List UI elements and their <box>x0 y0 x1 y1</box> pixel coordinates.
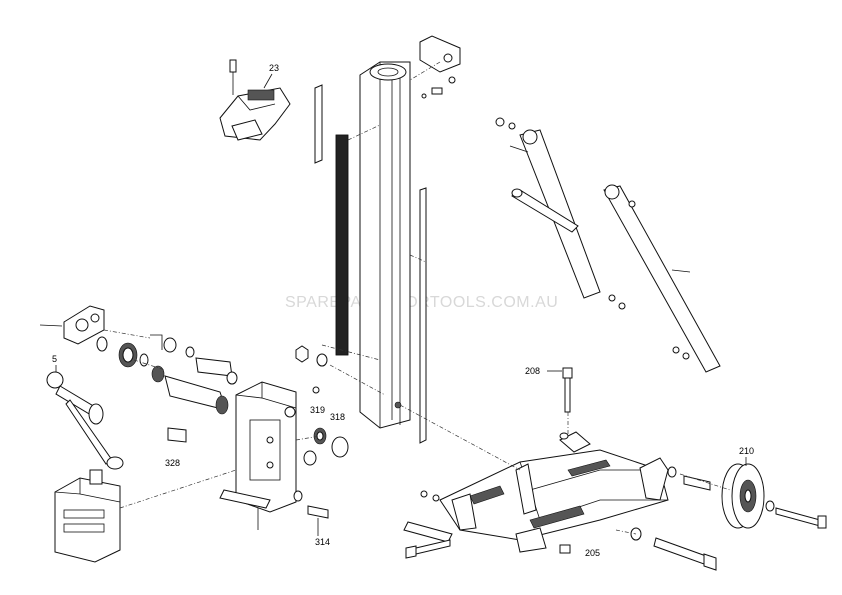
callout-314: 314 <box>315 537 330 547</box>
gear-train <box>96 334 238 415</box>
callout-5: 5 <box>52 354 57 364</box>
top-bracket <box>419 35 461 99</box>
bolt-208 <box>562 367 573 413</box>
callout-23: 23 <box>269 63 279 73</box>
callout-208: 208 <box>525 366 540 376</box>
carriage-housing <box>219 381 297 530</box>
callout-318: 318 <box>330 412 345 422</box>
callout-210: 210 <box>739 446 754 456</box>
handle-bracket-23 <box>219 59 291 141</box>
support-arm-right <box>603 184 721 373</box>
gearbox-cover <box>39 305 105 345</box>
column-upright <box>359 61 411 429</box>
callout-319: 319 <box>310 405 325 415</box>
crank-handle-5 <box>46 371 124 470</box>
nuts-washers <box>295 345 328 367</box>
guide-strip-left <box>314 84 323 164</box>
guide-strip-right <box>419 187 427 444</box>
motor-block <box>54 469 121 563</box>
callout-205: 205 <box>585 548 600 558</box>
wheel-210 <box>667 463 827 529</box>
alignment-lines <box>103 61 731 535</box>
gear-rack <box>335 134 349 356</box>
axle-bolt <box>630 527 717 571</box>
plate-328 <box>167 427 187 443</box>
base-bolts <box>405 490 451 559</box>
support-arm-left <box>495 117 626 310</box>
base-frame <box>403 431 669 554</box>
callout-328: 328 <box>165 458 180 468</box>
